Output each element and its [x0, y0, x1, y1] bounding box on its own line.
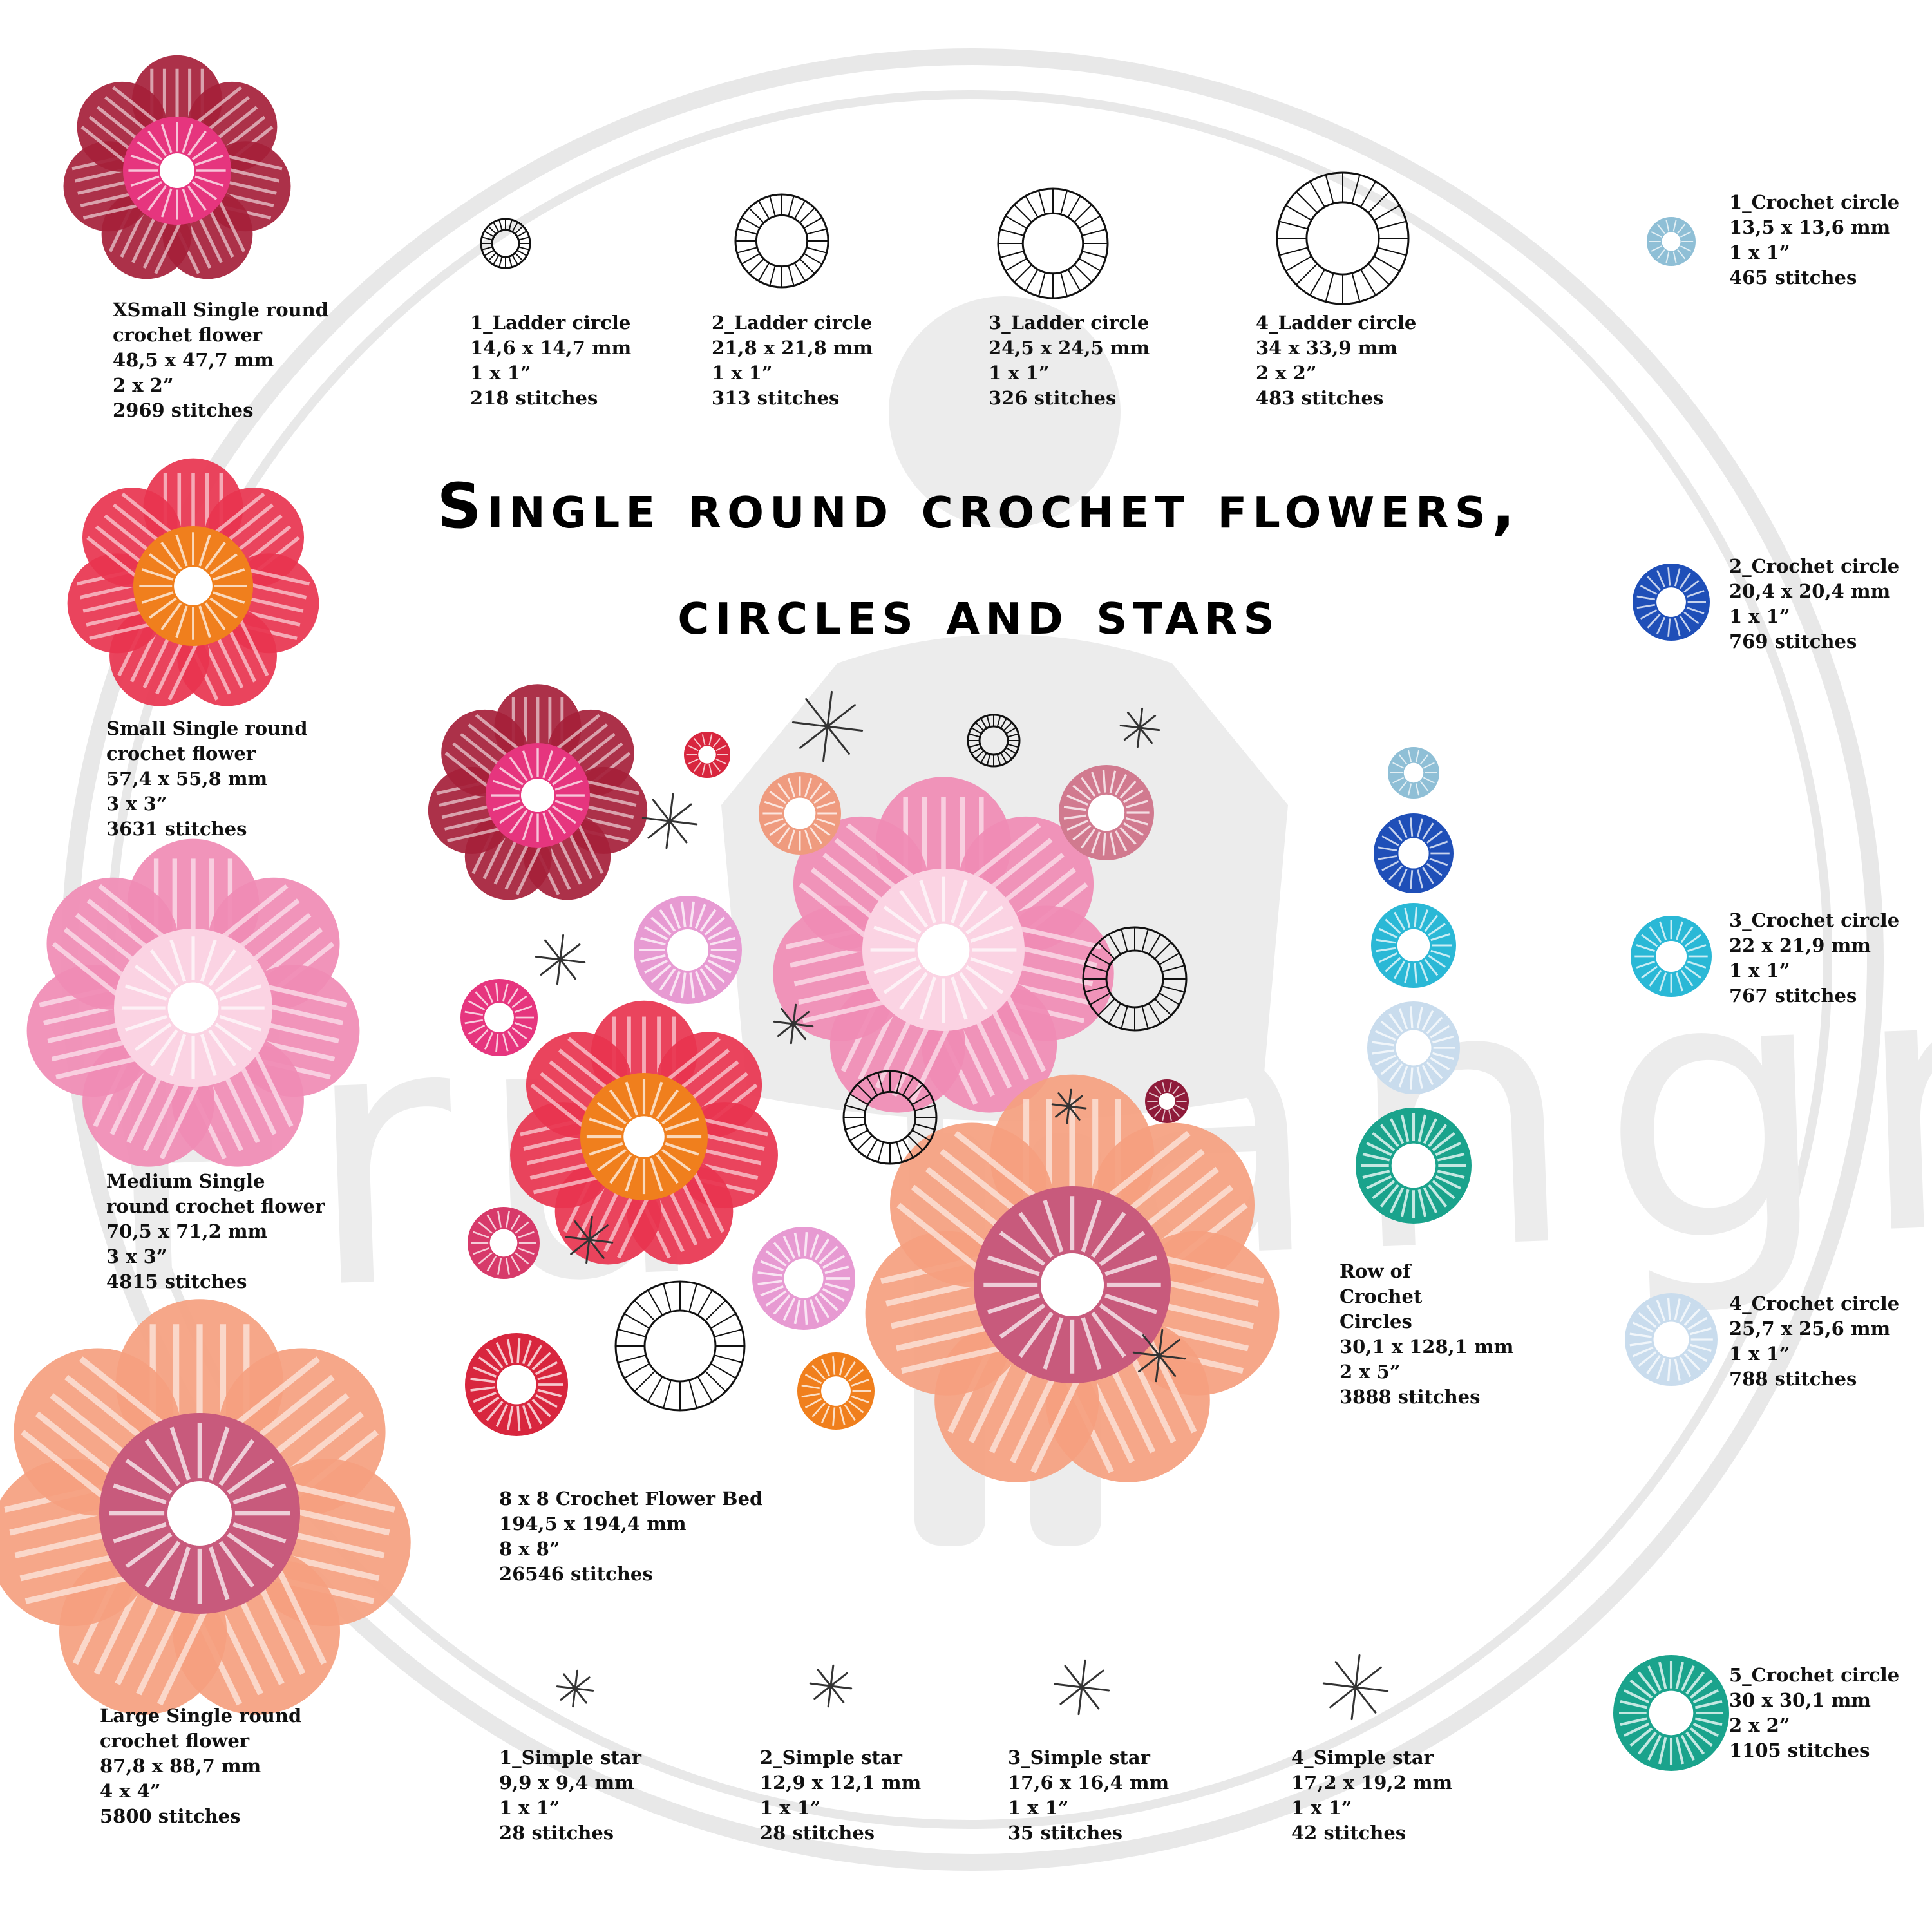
- bed-ring-salmon: [758, 772, 841, 855]
- crochet-circle-4-motif: [1625, 1293, 1718, 1386]
- simple-star-1-motif: [556, 1669, 594, 1708]
- bed-flower-large: [865, 1074, 1280, 1482]
- bed-ring-orchid-2: [752, 1227, 856, 1331]
- bed-ladder-4: [614, 1280, 746, 1412]
- crochet-circle-1-motif: [1647, 216, 1696, 266]
- bed-star-3: [1119, 707, 1160, 748]
- bed-star-1: [791, 690, 864, 762]
- bed-star-6: [1051, 1088, 1087, 1124]
- bed-star-8: [1132, 1329, 1186, 1383]
- bed-ring-orchid: [633, 896, 742, 1005]
- medium-flower-motif: [26, 838, 360, 1167]
- row-circle-1-motif: [1387, 747, 1439, 799]
- xsmall-flower-motif: [63, 55, 291, 279]
- crochet-circle-2-motif: [1633, 563, 1710, 641]
- bed-ring-crimson-small: [684, 732, 731, 779]
- ladder-circle-4-motif: [1276, 171, 1410, 305]
- bed-ring-berry: [467, 1206, 540, 1279]
- bed-star-5: [773, 1003, 814, 1045]
- crochet-circle-5-motif: [1613, 1654, 1729, 1771]
- simple-star-4-motif: [1322, 1654, 1389, 1721]
- bed-ring-crimson: [464, 1333, 568, 1437]
- bed-ring-orange: [797, 1352, 875, 1430]
- row-circle-4-motif: [1367, 1001, 1461, 1094]
- bed-ring-rose: [1058, 764, 1154, 860]
- bed-ladder-1: [967, 714, 1021, 768]
- row-circle-2-motif: [1373, 813, 1454, 893]
- bed-ring-wine: [1145, 1079, 1189, 1124]
- bed-star-7: [565, 1215, 614, 1264]
- row-circle-3-motif: [1370, 902, 1456, 988]
- bed-flower-medium: [773, 777, 1114, 1113]
- page-title-line-1: Single round crochet flowers,: [437, 470, 1521, 542]
- bed-star-2: [641, 793, 698, 849]
- bed-flower-xsmall: [428, 684, 648, 900]
- large-flower-motif: [0, 1299, 411, 1715]
- bed-flower-small: [510, 1000, 778, 1265]
- bed-ring-pink: [460, 978, 538, 1056]
- row-circle-5-motif: [1355, 1108, 1472, 1224]
- ladder-circle-1-motif: [480, 218, 531, 269]
- bed-star-4: [535, 934, 586, 985]
- crochet-circle-3-motif: [1631, 916, 1712, 998]
- ladder-circle-3-motif: [997, 187, 1109, 299]
- bed-ladder-3: [1082, 926, 1188, 1032]
- bed-ladder-2: [842, 1070, 938, 1165]
- page-title-line-2: circles and stars: [677, 576, 1280, 649]
- simple-star-2-motif: [809, 1664, 853, 1708]
- simple-star-3-motif: [1054, 1659, 1110, 1716]
- small-flower-motif: [67, 458, 319, 706]
- ladder-circle-2-motif: [734, 193, 829, 289]
